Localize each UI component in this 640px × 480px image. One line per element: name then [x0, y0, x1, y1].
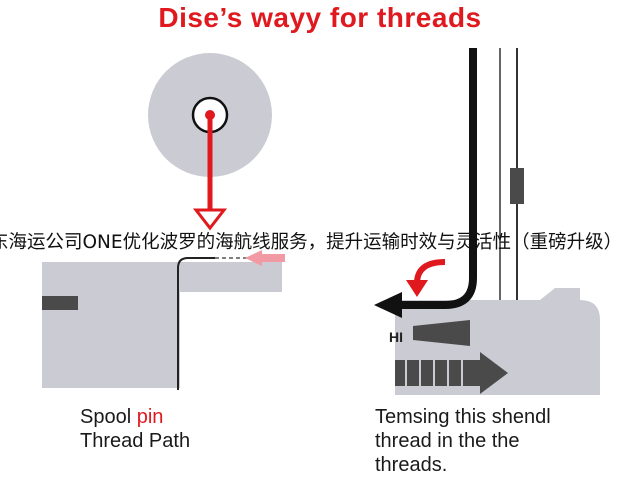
- right-caption-line3: threads.: [375, 454, 448, 476]
- red-curved-arrowhead: [406, 280, 428, 297]
- spool-pin-center: [205, 110, 215, 120]
- left-caption: Spool pin Thread Path: [80, 405, 190, 453]
- left-caption-line2: Thread Path: [80, 430, 191, 452]
- red-down-arrow-head: [192, 208, 228, 231]
- dark-guide-block: [510, 168, 524, 204]
- machine-upper-right: [480, 288, 580, 300]
- overlay-banner: 东海运公司ONE优化波罗的海航线服务，提升运输时效与灵活性（重磅升级）: [0, 226, 640, 256]
- left-caption-line1-accent: pin: [136, 406, 164, 428]
- left-panel: [42, 53, 285, 390]
- right-caption: Temsing this shendl thread in the the th…: [375, 405, 551, 477]
- banner-text: 东海运公司ONE优化波罗的海航线服务，提升运输时效与灵活性（重磅升级）: [0, 232, 623, 253]
- striped-right-arrow: [395, 352, 508, 394]
- red-curved-arrow: [414, 259, 446, 283]
- pink-left-arrow: [245, 250, 285, 266]
- machine-column: [160, 262, 180, 388]
- black-left-arrowhead: [374, 292, 402, 318]
- diagram-title: Dise’s wayy for threads: [0, 2, 640, 34]
- right-caption-line2: thread in the the: [375, 430, 520, 452]
- thick-thread-path: [400, 48, 477, 309]
- tapered-bar: [413, 320, 470, 346]
- title-text: Dise’s wayy for threads: [158, 2, 482, 33]
- dark-bar-left: [42, 296, 78, 310]
- thread-path-left: [177, 257, 215, 390]
- right-caption-line1: Temsing this shendl: [375, 406, 551, 428]
- left-caption-line1-plain: Spool: [80, 406, 137, 428]
- right-panel: [374, 48, 600, 395]
- hi-label: HI: [389, 329, 403, 345]
